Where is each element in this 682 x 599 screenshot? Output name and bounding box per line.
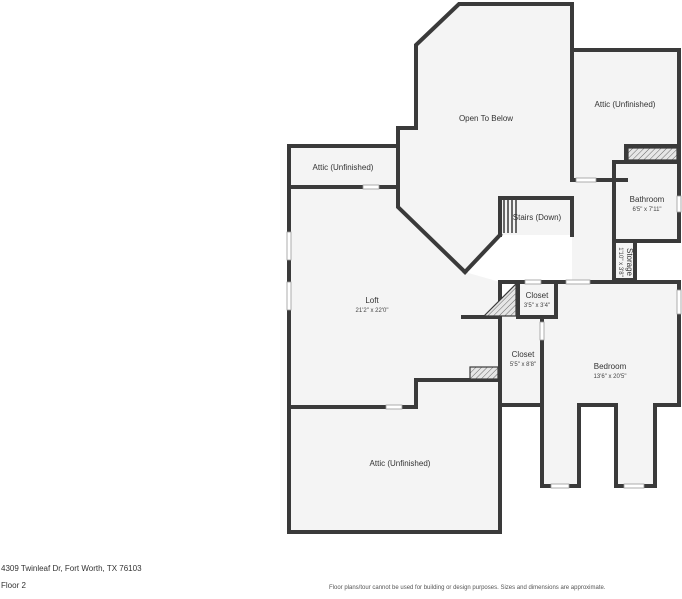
bedroom-label: Bedroom <box>594 362 627 371</box>
hatched-areas <box>469 147 678 380</box>
bedroom-area <box>542 282 679 486</box>
floor-label: Floor 2 <box>1 581 26 590</box>
open-to-below-label: Open To Below <box>459 114 513 123</box>
opening-closet-small <box>524 279 542 285</box>
window-attic-bottom <box>385 404 403 410</box>
window-loft-left-2 <box>286 281 292 311</box>
open-to-below-area <box>398 4 572 272</box>
bathroom-area <box>614 162 679 241</box>
attic-bottom-label: Attic (Unfinished) <box>370 459 431 468</box>
disclaimer-text: Floor plans/tour cannot be used for buil… <box>329 585 606 591</box>
room-labels: Open To Below Attic (Unfinished) Attic (… <box>313 100 665 468</box>
stairs-label: Stairs (Down) <box>513 213 562 222</box>
windows <box>286 177 682 489</box>
chase-hatch-loft <box>482 282 517 317</box>
stair-treads <box>503 200 517 233</box>
opening-closet-walk <box>539 321 545 341</box>
storage-area <box>614 241 635 280</box>
closet-small-dims: 3'5" x 3'4" <box>524 303 550 309</box>
closet-walk-dims: 5'5" x 8'8" <box>510 362 536 368</box>
room-fills <box>289 4 679 532</box>
window-bedroom-right <box>676 289 682 315</box>
address-text: 4309 Twinleaf Dr, Fort Worth, TX 76103 <box>1 564 142 573</box>
window-bedroom-bottom-2 <box>623 483 645 489</box>
attic-top-right-area <box>572 50 679 180</box>
opening-bedroom <box>565 279 591 285</box>
closet-walk-label: Closet <box>512 350 535 359</box>
loft-label: Loft <box>365 296 379 305</box>
attic-left-area <box>289 146 398 187</box>
bedroom-dims: 13'6" x 20'5" <box>594 374 627 380</box>
window-loft-top <box>362 184 380 190</box>
attic-top-right-label: Attic (Unfinished) <box>595 100 656 109</box>
opening-hall <box>575 177 597 183</box>
bathroom-dims: 6'5" x 7'11" <box>632 207 661 213</box>
window-bedroom-bottom-1 <box>550 483 570 489</box>
storage-dims: 1'10" x 3'8" <box>617 247 623 277</box>
closet-small-label: Closet <box>526 291 549 300</box>
chase-hatch-bottom <box>469 366 499 380</box>
storage-label: Storage <box>625 248 634 277</box>
closet-walk-area <box>500 317 542 405</box>
attic-left-label: Attic (Unfinished) <box>313 163 374 172</box>
loft-area <box>289 187 500 407</box>
window-loft-left-1 <box>286 231 292 261</box>
attic-bottom-area <box>289 380 500 532</box>
closet-small-area <box>518 282 556 317</box>
bathroom-label: Bathroom <box>630 195 665 204</box>
window-bath <box>676 195 682 213</box>
hall-area <box>572 180 614 280</box>
loft-dims: 21'2" x 22'0" <box>356 308 389 314</box>
chase-hatch-top <box>627 147 678 161</box>
